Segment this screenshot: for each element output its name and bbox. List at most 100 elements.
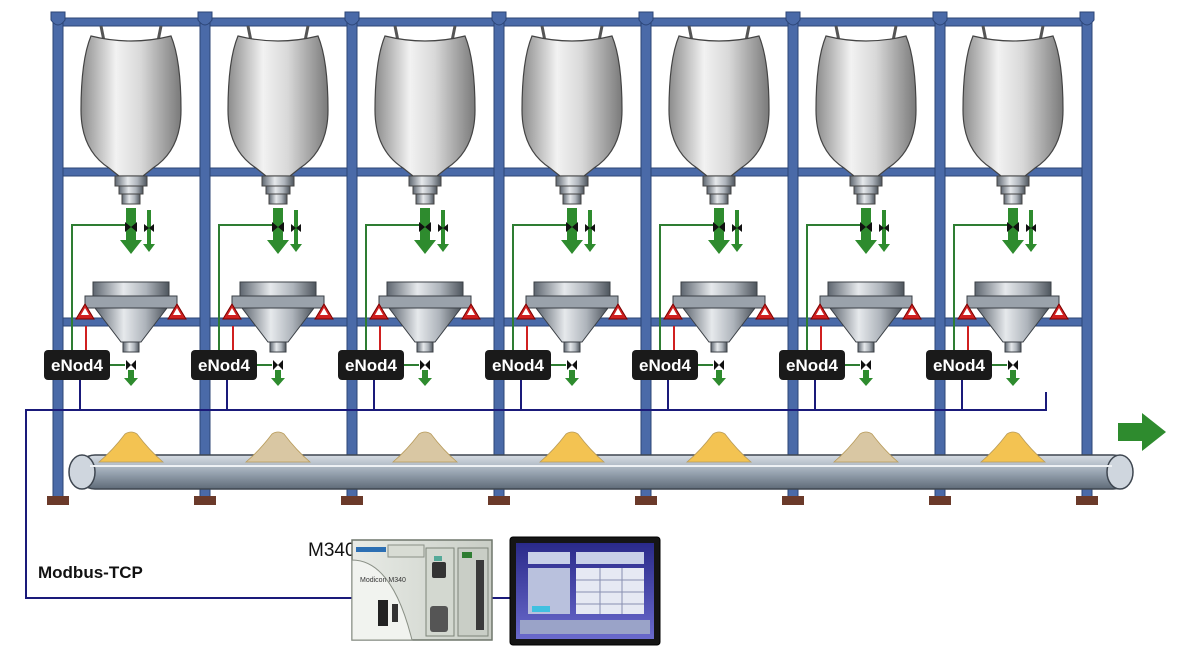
- discharge-arrow: [859, 370, 873, 386]
- feed-arrows: [414, 208, 449, 254]
- load-cell-glyph: [81, 308, 89, 315]
- discharge-valve-icon: [714, 360, 724, 370]
- bulk-bag: [521, 25, 623, 205]
- post-cap: [638, 11, 654, 26]
- bag-spout: [261, 175, 295, 187]
- network-wiring: [25, 380, 1047, 599]
- material-pile: [979, 431, 1047, 463]
- hopper-rim: [386, 281, 464, 297]
- enod4-module: eNod4: [44, 350, 110, 380]
- post-cap: [344, 11, 360, 26]
- bag-body: [227, 35, 329, 177]
- hopper-flange: [378, 295, 472, 309]
- load-cell-glyph: [522, 308, 530, 315]
- coarse-feed-arrow: [708, 208, 730, 254]
- bag-spout-ring: [118, 185, 144, 195]
- weigh-hopper: [75, 281, 187, 386]
- post-foot: [929, 496, 951, 505]
- bag-body: [80, 35, 182, 177]
- fine-feed-arrow: [584, 210, 596, 252]
- bag-spout-ring: [706, 185, 732, 195]
- coarse-valve-icon: [125, 222, 137, 232]
- discharge-arrow: [418, 370, 432, 386]
- post-cap: [785, 11, 801, 26]
- load-cell-glyph: [228, 308, 236, 315]
- bag-spout: [114, 175, 148, 187]
- material-pile: [832, 431, 900, 463]
- frame-post: [52, 13, 64, 499]
- hopper-outlet: [122, 341, 140, 353]
- discharge-arrow: [712, 370, 726, 386]
- material-pile: [244, 431, 312, 463]
- discharge-arrow: [124, 370, 138, 386]
- hopper-cone: [828, 307, 904, 343]
- weigh-hopper: [810, 281, 922, 386]
- hopper-outlet: [857, 341, 875, 353]
- load-cell-glyph: [375, 308, 383, 315]
- enod4-module: eNod4: [485, 350, 551, 380]
- fine-feed-arrow: [437, 210, 449, 252]
- fine-valve-icon: [291, 224, 301, 232]
- enod4-box: [338, 350, 404, 380]
- frame-post: [640, 13, 652, 499]
- load-cell-glyph: [963, 308, 971, 315]
- discharge-arrow: [1006, 370, 1020, 386]
- bag-spout: [408, 175, 442, 187]
- fine-valve-icon: [732, 224, 742, 232]
- load-cell-glyph: [1055, 308, 1063, 315]
- coarse-valve-signal: [218, 224, 272, 350]
- bag-spout: [702, 175, 736, 187]
- hopper-flange: [84, 295, 178, 309]
- load-cell-glyph: [908, 308, 916, 315]
- discharge-valve-icon: [126, 360, 136, 370]
- enod4-label: eNod4: [492, 356, 545, 375]
- fine-feed-arrow: [143, 210, 155, 252]
- hopper-rim: [974, 281, 1052, 297]
- post-cap: [50, 11, 66, 26]
- hopper-cone: [681, 307, 757, 343]
- discharge-valve-icon: [861, 360, 871, 370]
- bag-spout: [555, 175, 589, 187]
- bulk-bag: [80, 25, 182, 205]
- bag-body: [374, 35, 476, 177]
- post-foot: [341, 496, 363, 505]
- enod4-box: [632, 350, 698, 380]
- hopper-rim: [680, 281, 758, 297]
- bag-body: [815, 35, 917, 177]
- discharge-valve-icon: [1008, 360, 1018, 370]
- coarse-feed-arrow: [561, 208, 583, 254]
- bag-spout-tip: [562, 193, 582, 205]
- hopper-rim: [533, 281, 611, 297]
- bag-spout-ring: [559, 185, 585, 195]
- material-pile: [538, 431, 606, 463]
- post-foot: [1076, 496, 1098, 505]
- weigh-hopper: [369, 281, 481, 386]
- bag-spout-tip: [268, 193, 288, 205]
- load-cell-glyph: [173, 308, 181, 315]
- enod4-label: eNod4: [786, 356, 839, 375]
- fine-feed-arrow: [1025, 210, 1037, 252]
- enod4-box: [485, 350, 551, 380]
- conveyor-right-roller: [1106, 454, 1134, 490]
- hopper-cone: [975, 307, 1051, 343]
- coarse-valve-signal: [953, 224, 1007, 350]
- hopper-flange: [819, 295, 913, 309]
- coarse-valve-icon: [419, 222, 431, 232]
- frame-post: [199, 13, 211, 499]
- bulk-bag: [374, 25, 476, 205]
- coarse-valve-icon: [272, 222, 284, 232]
- bag-spout-ring: [853, 185, 879, 195]
- discharge-valve-icon: [273, 360, 283, 370]
- feed-arrows: [561, 208, 596, 254]
- output-arrow-icon: [1118, 413, 1166, 451]
- post-cap: [491, 11, 507, 26]
- bulk-bag: [668, 25, 770, 205]
- modbus-bus-line: [25, 392, 1047, 599]
- weigh-hopper-row: [75, 208, 1069, 386]
- frame-post: [1081, 13, 1093, 499]
- enod4-label: eNod4: [198, 356, 251, 375]
- material-pile: [685, 431, 753, 463]
- hopper-flange: [672, 295, 766, 309]
- hopper-rim: [92, 281, 170, 297]
